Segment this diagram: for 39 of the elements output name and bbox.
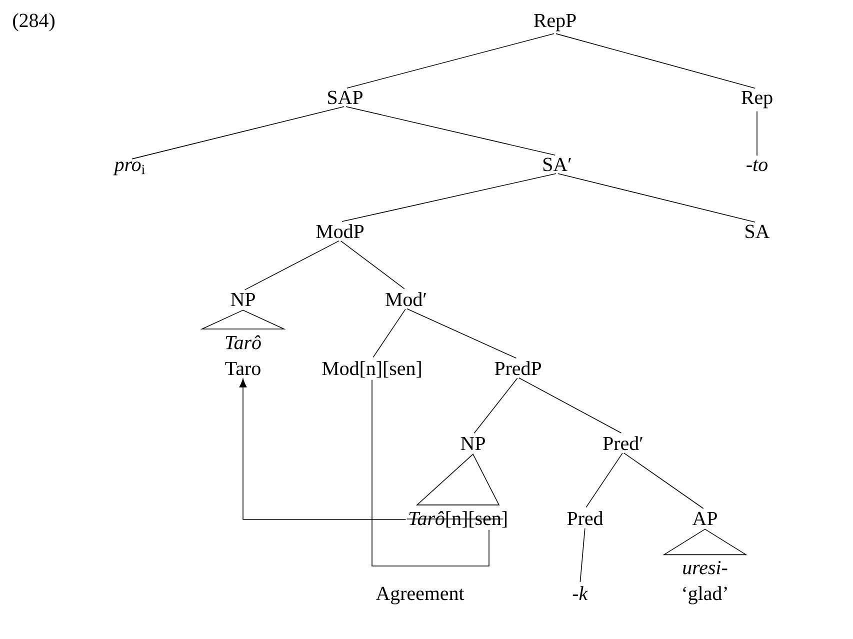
tree-label: Pred′	[603, 436, 642, 450]
branch-line	[346, 106, 556, 156]
branch-line	[518, 377, 622, 434]
tree-label: NP	[460, 436, 485, 450]
branch-line	[244, 240, 340, 290]
branch-line	[756, 111, 758, 156]
tree-label: NP	[230, 292, 255, 306]
tree-label: SAP	[328, 90, 362, 104]
tree-label: Pred	[567, 511, 604, 526]
tree-label: Mod[n][sen]	[322, 361, 421, 378]
branch-line	[558, 173, 756, 223]
branch-line	[372, 308, 406, 358]
tree-label: Mod′	[386, 292, 426, 306]
branch-line	[346, 33, 554, 88]
branch-line	[556, 33, 756, 89]
tree-label: ModP	[316, 224, 364, 238]
tree-label: RepP	[534, 14, 576, 32]
branch-line	[474, 378, 518, 434]
branch-line	[340, 240, 405, 290]
tree-label: AP	[692, 512, 717, 525]
tree-label: pro$_{i}$	[113, 162, 145, 176]
branch-line	[342, 173, 556, 222]
tree-label: -to	[746, 160, 768, 172]
tree-label: Tarô Taro	[225, 335, 261, 376]
tree-label: SA	[746, 224, 770, 238]
edge-label: Agreement	[376, 586, 464, 604]
branch-line	[586, 452, 623, 508]
agreement-bracket	[372, 379, 490, 566]
branch-line	[132, 106, 344, 160]
movement-arrow	[239, 378, 406, 520]
tree-label: -k	[572, 586, 588, 600]
branch-line	[580, 528, 586, 582]
branch-line	[406, 308, 517, 359]
tree-label: Rep	[742, 90, 772, 108]
tree-label: uresi- ‘glad’	[683, 560, 728, 604]
example-number: (284)	[13, 13, 54, 32]
tree-label: PredP	[494, 361, 541, 376]
tree-label: SA′	[543, 158, 571, 172]
branch-line	[623, 452, 704, 509]
